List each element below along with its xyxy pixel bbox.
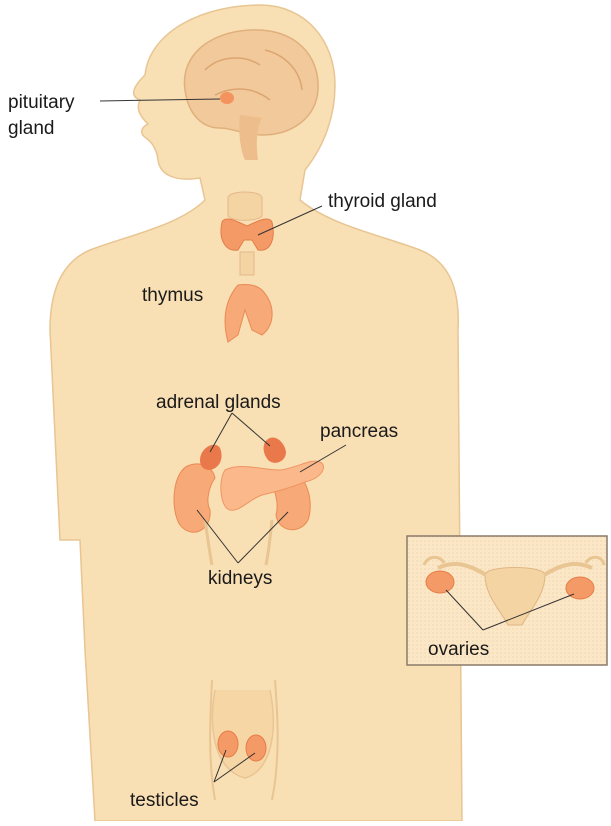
thyroid-label: thyroid gland <box>328 191 437 212</box>
testicles-label: testicles <box>130 790 199 811</box>
pituitary-gland <box>220 92 234 104</box>
ovary-left <box>426 571 454 593</box>
pituitary-label-line2: gland <box>8 118 55 139</box>
thyroid-cartilage <box>228 192 262 220</box>
kidneys-label: kidneys <box>208 568 272 589</box>
pituitary-label-line1: pituitary <box>8 92 75 113</box>
adrenal-label: adrenal glands <box>156 392 281 413</box>
thymus-label: thymus <box>142 285 203 306</box>
testicle-left <box>218 731 238 757</box>
ovaries-label: ovaries <box>428 639 489 660</box>
trachea <box>240 252 254 275</box>
pancreas-label: pancreas <box>320 421 398 442</box>
